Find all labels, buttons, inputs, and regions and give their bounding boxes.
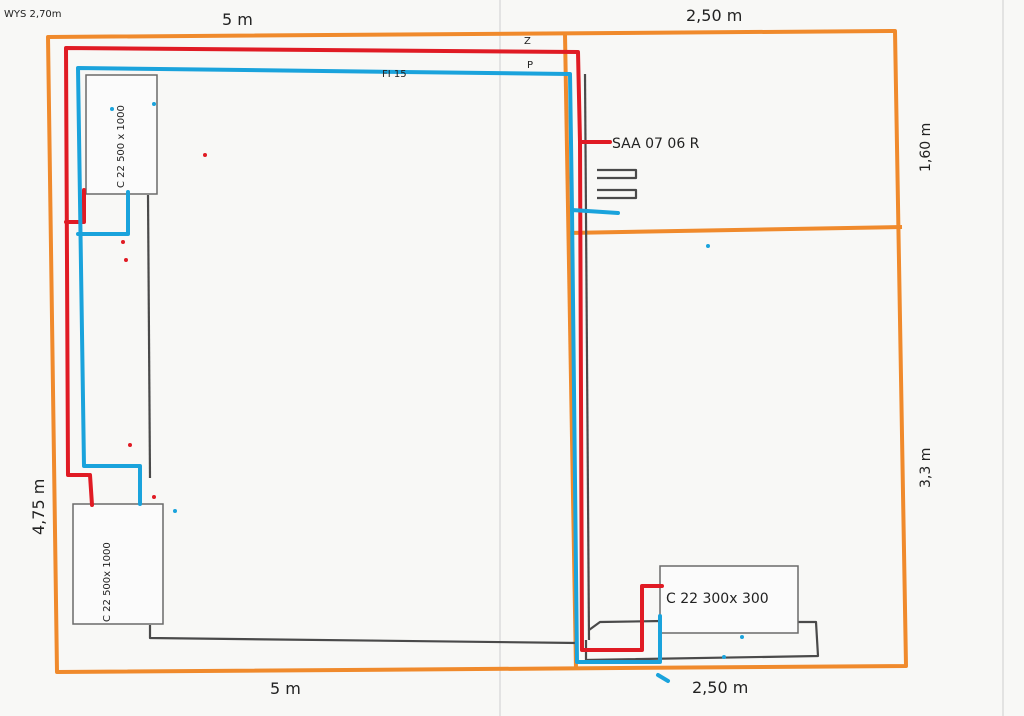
return-pipe	[76, 66, 670, 683]
valve-z-label: Z	[524, 36, 531, 47]
outer-wall	[46, 29, 908, 674]
return-branch-top-radiator	[76, 190, 130, 236]
pencil-bottom-run	[148, 625, 579, 645]
top-right-dimension: 2,50 m	[686, 6, 742, 25]
supply-pipe	[64, 46, 664, 652]
radiator-top-left-label: C 22 500 x 1000	[116, 105, 127, 188]
pipe-note: FI 15	[382, 69, 407, 80]
blue-dot	[722, 655, 726, 659]
pencil-left-run	[146, 194, 152, 479]
bottom-right-dimension: 2,50 m	[692, 678, 748, 697]
bottom-left-dimension: 5 m	[270, 679, 301, 698]
blue-dot	[173, 509, 177, 513]
manifold-label: SAA 07 06 R	[612, 136, 700, 152]
inner-wall-horizontal	[566, 225, 903, 235]
supply-branch-bottom-radiator	[88, 473, 94, 507]
blue-dot	[706, 244, 710, 248]
right-top-dimension: 1,60 m	[918, 123, 934, 172]
radiator-top-left	[85, 74, 158, 195]
pencil-connector	[588, 619, 663, 631]
red-dot	[128, 443, 132, 447]
blue-dot	[110, 107, 114, 111]
blue-dot	[152, 102, 156, 106]
red-dot	[121, 240, 125, 244]
red-dot	[152, 495, 156, 499]
radiator-bottom-right	[659, 565, 799, 634]
pencil-bottom-box	[584, 620, 820, 662]
room-height-label: WYS 2,70m	[4, 9, 62, 20]
radiators	[72, 74, 799, 634]
manifold-slot-2	[597, 188, 638, 200]
return-pipe-main	[76, 66, 662, 664]
red-dot	[203, 153, 207, 157]
radiator-bottom-right-label: C 22 300x 300	[666, 591, 769, 607]
pencil-right-run	[583, 73, 591, 641]
radiator-bottom-left	[72, 503, 164, 625]
return-stub-bottom	[656, 673, 670, 683]
supply-branch-top-radiator	[64, 188, 86, 224]
supply-pipe-main	[64, 46, 664, 652]
right-bottom-dimension: 3,3 m	[918, 448, 934, 488]
pencil-lines	[146, 73, 820, 662]
manifold-slot-1	[597, 168, 638, 180]
red-dot	[124, 258, 128, 262]
top-left-dimension: 5 m	[222, 10, 253, 29]
valve-p-label: P	[527, 60, 533, 71]
marker-dots	[110, 102, 744, 659]
left-dimension: 4,75 m	[29, 479, 48, 535]
blue-dot	[740, 635, 744, 639]
radiator-bottom-left-label: C 22 500x 1000	[102, 542, 113, 622]
